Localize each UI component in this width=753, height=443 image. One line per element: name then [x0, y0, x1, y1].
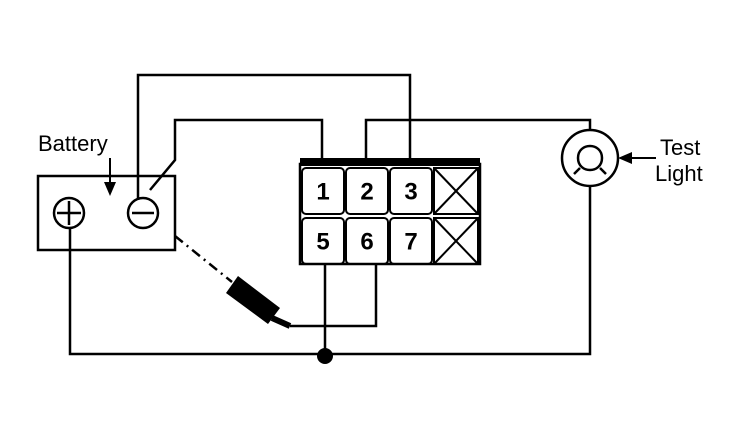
pin-6: 6 [360, 229, 373, 256]
filament-icon [573, 144, 607, 175]
pin-1: 1 [316, 179, 329, 206]
pin-2: 2 [360, 179, 373, 206]
connector-body [298, 162, 482, 266]
pin-3: 3 [404, 179, 417, 206]
battery [36, 158, 177, 252]
pin-7: 7 [404, 229, 417, 256]
test-light-arrow-head [618, 152, 632, 164]
test-light-label-line1: Test [660, 135, 701, 160]
battery-arrow-head [104, 182, 116, 196]
wire-pin6-to-probe [290, 264, 378, 328]
junction-dot [317, 348, 333, 364]
blocked-cell-icon [433, 167, 479, 265]
battery-positive-terminal [52, 196, 86, 230]
test-light [560, 128, 656, 188]
test-light-label-line2: Light [655, 161, 703, 186]
probe [226, 276, 292, 329]
pin-5: 5 [316, 229, 329, 256]
connector-top-bar [300, 158, 480, 166]
battery-outline [36, 174, 177, 252]
probe-tip [270, 315, 292, 329]
jumper-dashed [174, 235, 233, 283]
wire-negative-to-pin1 [149, 118, 324, 191]
test-light-bulb [560, 128, 620, 188]
wire-test-light-to-ground [68, 186, 592, 356]
battery-label: Battery [38, 131, 108, 156]
wire-pin3-to-negative [136, 73, 412, 200]
battery-negative-terminal [126, 196, 160, 230]
probe-body [226, 276, 280, 324]
connector-cells [301, 167, 479, 265]
wire-pin2-to-test-light [364, 118, 592, 162]
connector: 1 2 3 5 6 7 [298, 158, 482, 266]
